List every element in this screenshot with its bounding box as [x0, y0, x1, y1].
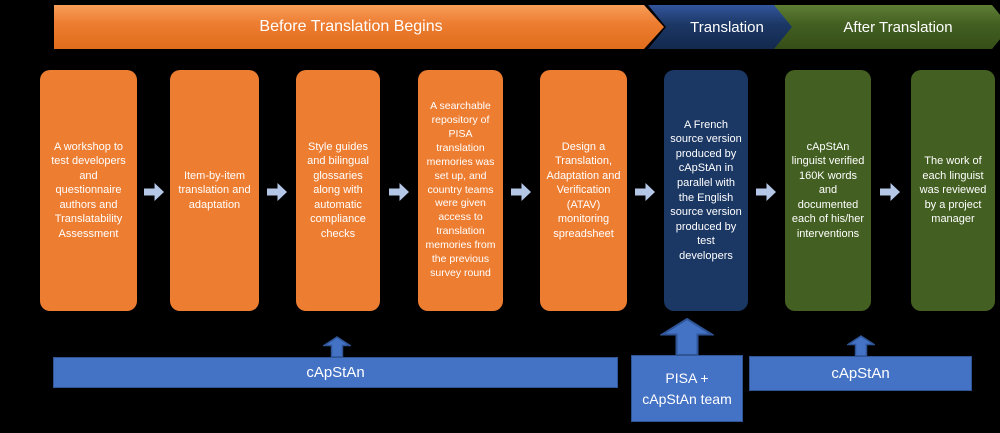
up-arrow-icon — [847, 335, 875, 357]
phase-banner-translation: Translation — [648, 5, 794, 49]
actor-label: cApStAn — [831, 365, 890, 382]
actor-label: cApStAn — [306, 364, 365, 381]
up-arrow-icon — [660, 318, 714, 356]
actor-bar-capstan-left: cApStAn — [53, 357, 618, 388]
phase-label: Before Translation Begins — [259, 18, 443, 35]
step-text: A workshop to test developers and questi… — [51, 140, 126, 240]
phase-banner-after-translation: After Translation — [774, 5, 1000, 49]
right-arrow-icon — [389, 183, 409, 201]
up-arrow-icon — [323, 336, 351, 358]
right-arrow-icon — [511, 183, 531, 201]
step-box-french-source: A French source version produced by cApS… — [664, 70, 748, 311]
step-box-style-guides: Style guides and bilingual glossaries al… — [296, 70, 380, 311]
step-text: The work of each linguist was reviewed b… — [919, 155, 987, 226]
phase-label: After Translation — [843, 18, 953, 36]
step-text: Item-by-item translation and adaptation — [178, 169, 251, 211]
actor-label: PISA + cApStAn team — [642, 370, 732, 407]
right-arrow-icon — [144, 183, 164, 201]
right-arrow-icon — [756, 183, 776, 201]
right-arrow-icon — [267, 183, 287, 201]
step-text: cApStAn linguist verified 160K words and… — [791, 140, 865, 240]
phase-banner-before-translation: Before Translation Begins — [54, 5, 664, 49]
step-box-linguist-verified: cApStAn linguist verified 160K words and… — [785, 70, 871, 311]
step-box-repository: A searchable repository of PISA translat… — [418, 70, 503, 311]
step-text: A French source version produced by cApS… — [670, 118, 742, 262]
actor-box-pisa-capstan-team: PISA + cApStAn team — [631, 355, 743, 422]
actor-bar-capstan-right: cApStAn — [749, 356, 972, 391]
right-arrow-icon — [635, 183, 655, 201]
step-box-item-by-item: Item-by-item translation and adaptation — [170, 70, 259, 311]
step-box-workshop: A workshop to test developers and questi… — [40, 70, 137, 311]
step-box-project-manager-review: The work of each linguist was reviewed b… — [911, 70, 995, 311]
step-box-atav-spreadsheet: Design a Translation, Adaptation and Ver… — [540, 70, 627, 311]
step-text: A searchable repository of PISA translat… — [425, 100, 496, 279]
right-arrow-icon — [880, 183, 900, 201]
step-text: Style guides and bilingual glossaries al… — [307, 140, 369, 240]
phase-label: Translation — [690, 18, 764, 36]
step-text: Design a Translation, Adaptation and Ver… — [546, 140, 621, 240]
